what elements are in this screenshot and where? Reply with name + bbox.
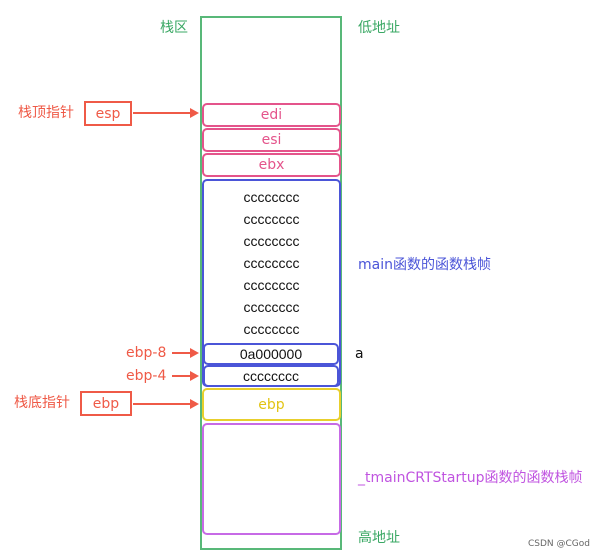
- stack-cell: cccccccc: [243, 233, 300, 249]
- stack-cell: cccccccc: [243, 321, 300, 337]
- ebp-8-arrow-line: [172, 352, 191, 354]
- esp-arrow-line: [133, 112, 191, 114]
- esp-register-box: esp: [84, 101, 132, 126]
- local-a-cell: 0a000000: [203, 343, 339, 365]
- ebp-arrow-icon: [190, 399, 199, 409]
- main-frame-label: main函数的函数栈帧: [358, 257, 491, 273]
- variable-a-label: a: [355, 346, 364, 362]
- ebp-8-arrow-icon: [190, 348, 199, 358]
- stack-region: edi esi ebx cccccccc cccccccc cccccccc c…: [200, 16, 342, 550]
- ebp-register-label: ebp: [92, 395, 120, 412]
- stack-cell: cccccccc: [243, 211, 300, 227]
- stack-slot-label: ebx: [258, 157, 285, 173]
- watermark: CSDN @CGod: [528, 539, 590, 549]
- ebp-4-arrow-icon: [190, 371, 199, 381]
- saved-ebp-label: ebp: [258, 396, 285, 413]
- ebp-8-label: ebp-8: [126, 345, 167, 361]
- stack-slot-edi: edi: [202, 103, 341, 127]
- main-frame-block: cccccccc cccccccc cccccccc cccccccc cccc…: [202, 179, 341, 387]
- esp-arrow-icon: [190, 108, 199, 118]
- local-next-value: cccccccc: [243, 368, 299, 384]
- stack-cell: cccccccc: [243, 299, 300, 315]
- stack-slot-ebx: ebx: [202, 153, 341, 177]
- low-address-label: 低地址: [358, 20, 400, 36]
- ebp-4-label: ebp-4: [126, 368, 167, 384]
- stack-top-pointer-label: 栈顶指针: [18, 105, 74, 121]
- saved-ebp-slot: ebp: [202, 388, 341, 421]
- stack-slot-label: edi: [260, 107, 283, 123]
- stack-cell: cccccccc: [243, 255, 300, 271]
- ebp-register-box: ebp: [80, 391, 132, 416]
- crt-frame-block: [202, 423, 341, 535]
- stack-slot-label: esi: [261, 132, 282, 148]
- stack-region-label: 栈区: [160, 20, 188, 36]
- high-address-label: 高地址: [358, 530, 400, 546]
- ebp-4-arrow-line: [172, 375, 191, 377]
- local-next-cell: cccccccc: [203, 365, 339, 387]
- stack-cell: cccccccc: [243, 277, 300, 293]
- ebp-arrow-line: [133, 403, 191, 405]
- local-a-value: 0a000000: [239, 346, 303, 362]
- esp-register-label: esp: [95, 105, 121, 122]
- crt-frame-label: _tmainCRTStartup函数的函数栈帧: [358, 470, 583, 486]
- stack-cell: cccccccc: [243, 189, 300, 205]
- stack-slot-esi: esi: [202, 128, 341, 152]
- stack-bottom-pointer-label: 栈底指针: [14, 395, 70, 411]
